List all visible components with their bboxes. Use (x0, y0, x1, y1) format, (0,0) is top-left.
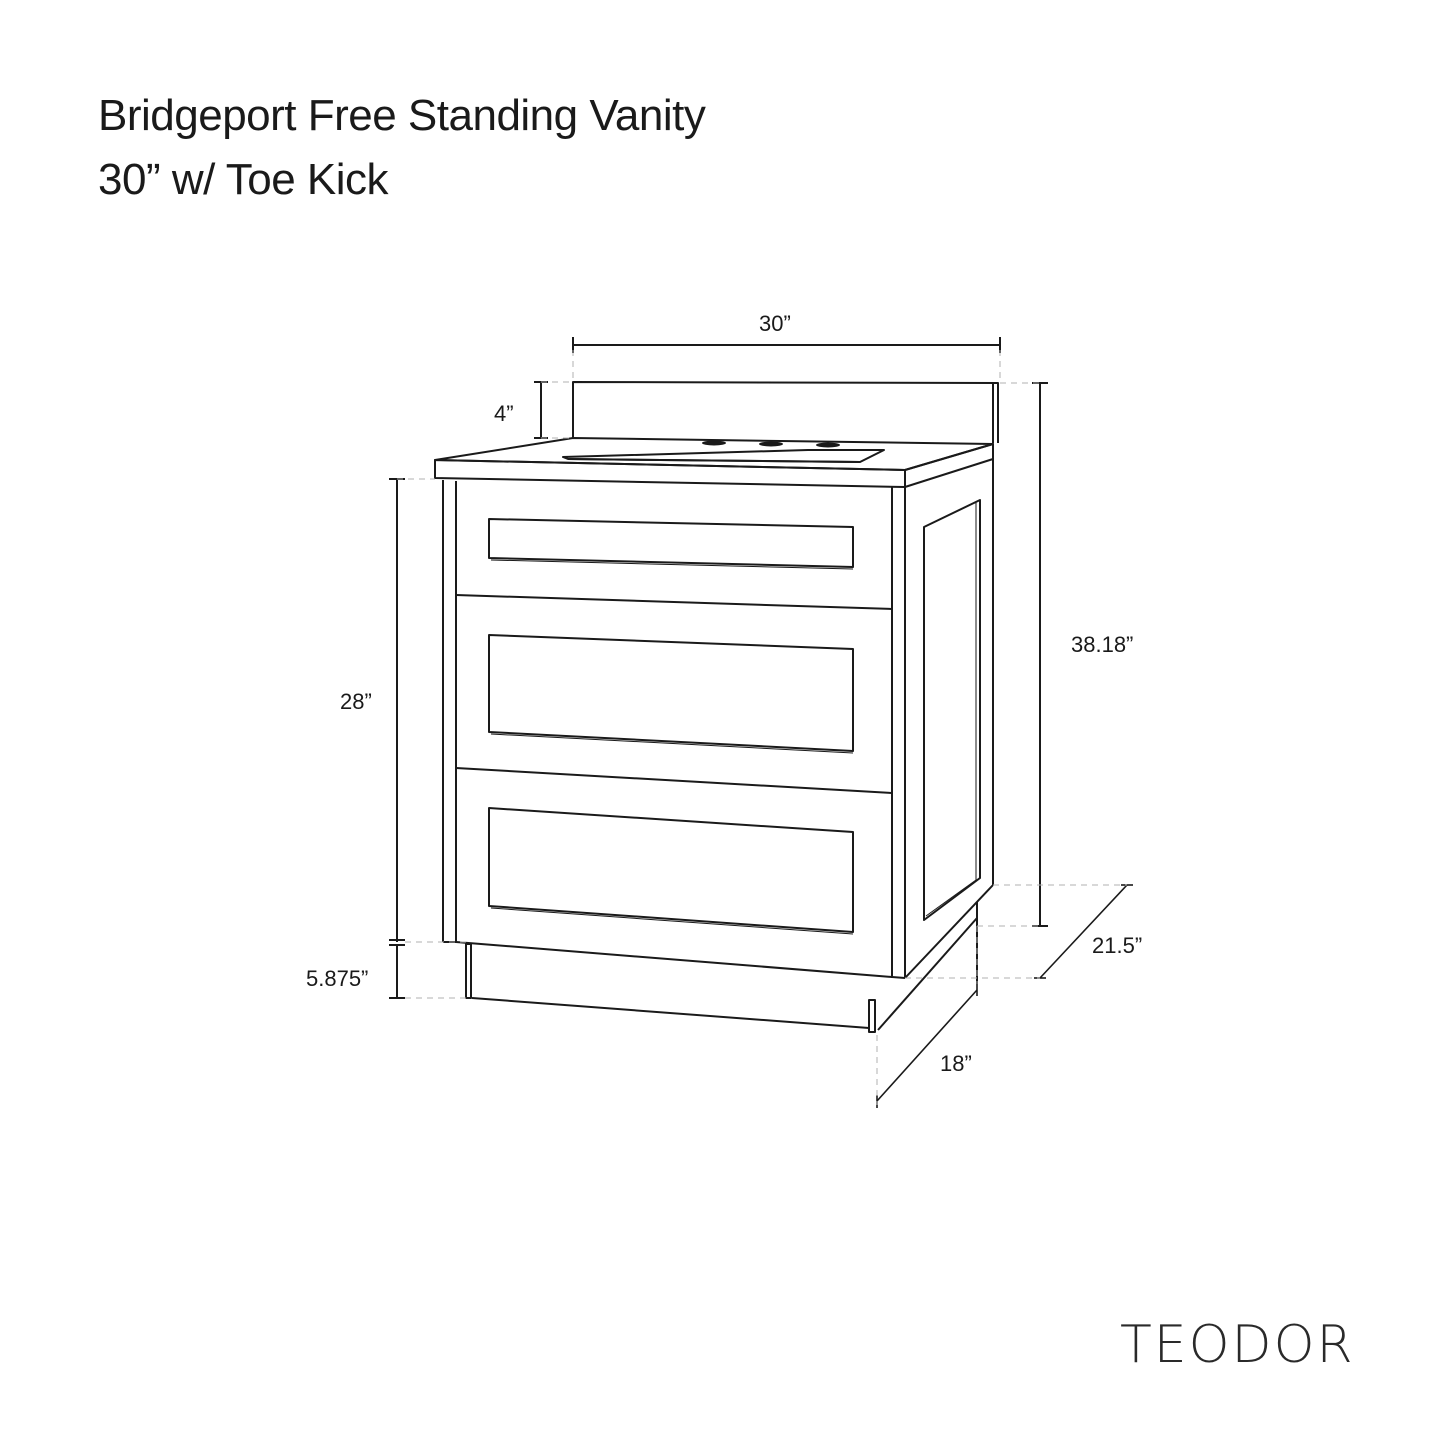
drawer-middle (455, 634, 893, 794)
cabinet-depth-dimension-line (876, 984, 978, 1108)
cabinet-depth-label: 18” (940, 1051, 972, 1076)
cabinet-front (442, 480, 906, 979)
drawer-top (455, 518, 893, 610)
drawer-bottom (488, 807, 854, 935)
width-dimension-line (572, 337, 1001, 353)
brand-logo: TEODOR (1120, 1315, 1355, 1375)
top-depth-dimension-line (1034, 884, 1133, 979)
width-label: 30” (759, 311, 791, 336)
toe-kick-height-label: 5.875” (306, 966, 369, 991)
diagram-title: Bridgeport Free Standing Vanity (98, 91, 706, 140)
toe-kick (465, 902, 978, 1033)
diagram-subtitle: 30” w/ Toe Kick (98, 155, 389, 204)
toe-kick-dimension-line (389, 944, 405, 999)
cabinet-height-dimension-line (389, 478, 405, 942)
backsplash-dimension-line (534, 381, 548, 439)
backsplash-height-label: 4” (494, 401, 514, 426)
total-height-label: 38.18” (1071, 632, 1134, 657)
cabinet-side-panel (904, 459, 994, 979)
backsplash (572, 381, 999, 443)
faucet-holes (702, 440, 840, 448)
dashed-guide-lines (397, 350, 1127, 1105)
top-depth-label: 21.5” (1092, 933, 1143, 958)
total-height-dimension-line (1032, 382, 1048, 927)
cabinet-height-label: 28” (340, 689, 372, 714)
